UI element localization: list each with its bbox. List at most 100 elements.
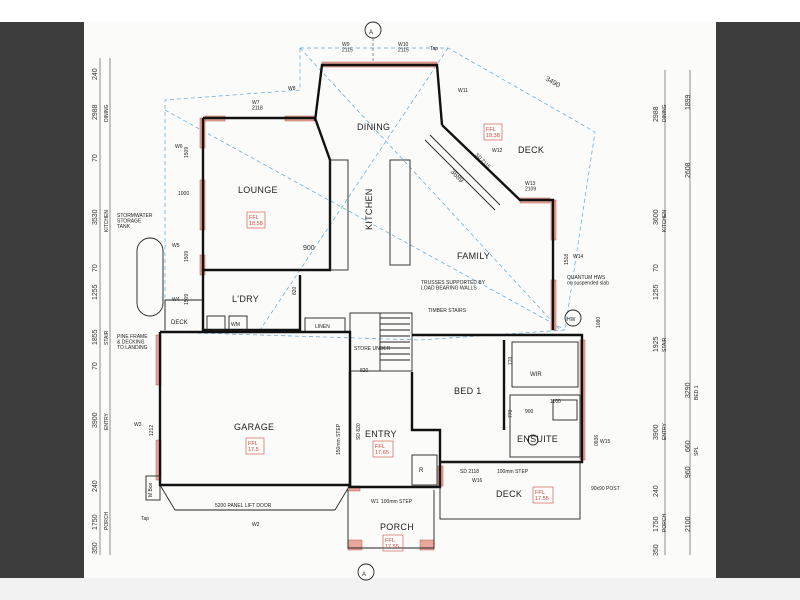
dim-misc: 1212: [149, 425, 155, 436]
lower-deck-label: DECK: [496, 489, 522, 499]
window-w11: W11: [458, 88, 468, 94]
linen-label: LINEN: [315, 324, 330, 330]
dim-right: 2608: [685, 162, 692, 178]
right-margin-band: [716, 22, 800, 578]
dim-left: 1750: [92, 514, 99, 530]
dim-left: 2988: [92, 104, 99, 120]
porch-step-note: 100mm STEP: [381, 499, 413, 505]
washing-machine: [228, 315, 248, 331]
right-dimension-strip: 2988 1899 2608 3600 70 1255 1925 3290 39…: [653, 70, 700, 556]
dim-misc: 1100: [550, 399, 561, 405]
dim-misc: 900: [303, 245, 315, 252]
robe-r: [411, 454, 438, 486]
entry-step-note: 150mm STEP: [336, 423, 342, 455]
meter-box-note: M Box: [148, 482, 154, 497]
window-w4: W4: [172, 297, 180, 303]
roof-hip-line: [164, 109, 566, 331]
dim-right: 240: [653, 485, 660, 497]
tap-bottom-note: Tap: [141, 516, 149, 522]
section-marker-label: A: [362, 572, 366, 578]
roof-outline: [164, 47, 596, 341]
dim-right: 660: [685, 440, 692, 452]
toilet: [527, 434, 539, 446]
dim-right: 1750: [653, 516, 660, 532]
dim-right-label: BED 1: [694, 385, 700, 400]
dim-left-label: PORCH: [104, 512, 110, 530]
dim-misc: 1509: [184, 251, 190, 262]
stormwater-tank: [136, 237, 164, 317]
kitchen-island: [389, 159, 411, 266]
dim-right: 70: [653, 264, 660, 272]
entry-label: ENTRY: [365, 429, 397, 439]
dim-misc: 3490: [544, 76, 561, 90]
lounge-label: LOUNGE: [238, 185, 278, 195]
room-labels: DINING LOUNGE KITCHEN FAMILY DECK L'DRY …: [171, 122, 558, 532]
dim-left: 3900: [92, 412, 99, 428]
store-label: STORE UNDER: [354, 346, 391, 352]
dim-right: 1925: [653, 336, 660, 352]
left-dimension-strip: 240 2988 70 3530 70 1255 1855 70 3900 24…: [92, 58, 111, 555]
ensuite-room: [509, 394, 581, 458]
dim-left: 70: [92, 154, 99, 162]
walls: WM HW: [136, 63, 584, 549]
dim-right: 1899: [685, 94, 692, 110]
dim-right: 3600: [653, 209, 660, 225]
laundry-tub: [206, 315, 226, 331]
dim-misc: SD 820: [356, 423, 362, 440]
misc-dimensions: 3490 3689 900 1000 1080 820 820 770 770 …: [149, 76, 602, 475]
dim-right: 2100: [685, 516, 692, 532]
lower-deck: [439, 461, 581, 520]
robe-label: R: [419, 468, 424, 474]
dim-right: 3290: [685, 382, 692, 398]
wir-room: [511, 341, 579, 388]
bed1-label: BED 1: [454, 386, 482, 396]
dim-left: 1855: [92, 329, 99, 345]
window-w6: W6: [175, 144, 183, 150]
dim-right: 350: [653, 544, 660, 556]
dim-right: 3900: [653, 424, 660, 440]
dim-left: 3530: [92, 209, 99, 225]
dim-left: 240: [92, 480, 99, 492]
dim-misc: 1509: [184, 294, 190, 305]
deck-step-note: 100mm STEP: [497, 469, 529, 475]
window-w15: W15: [600, 439, 611, 445]
window-w1: W1: [371, 499, 379, 505]
window-w2: W2: [252, 522, 260, 528]
dim-misc: SD 2118: [460, 469, 479, 475]
post-note: 90x90 POST: [591, 486, 620, 492]
dim-right-label: ENTRY: [662, 422, 668, 440]
bottom-band: [0, 578, 800, 600]
dim-right-label: KITCHEN: [662, 210, 668, 232]
dim-misc: 1518: [564, 254, 570, 265]
meter-box: [145, 475, 161, 501]
dim-left-label: DINING: [104, 104, 110, 122]
sliding-door-line: [424, 139, 496, 211]
shower: [552, 399, 578, 421]
roof-hip-line: [259, 47, 449, 331]
dim-left: 1255: [92, 284, 99, 300]
stair-treads: [379, 313, 410, 371]
wm-label: WM: [231, 322, 240, 328]
laundry-label: L'DRY: [232, 294, 259, 304]
dim-left-label: KITCHEN: [104, 210, 110, 232]
dining-label: DINING: [357, 122, 390, 132]
panel-door-note: 5200 PANEL LIFT DOOR: [215, 503, 272, 509]
kitchen-label: KITCHEN: [364, 188, 374, 230]
dim-misc: 0936: [594, 435, 600, 446]
roof-hip-line: [299, 47, 561, 331]
dim-right-label: SPL: [694, 446, 700, 456]
window-w5: W5: [172, 243, 180, 249]
dim-right-label: PORCH: [662, 514, 668, 532]
